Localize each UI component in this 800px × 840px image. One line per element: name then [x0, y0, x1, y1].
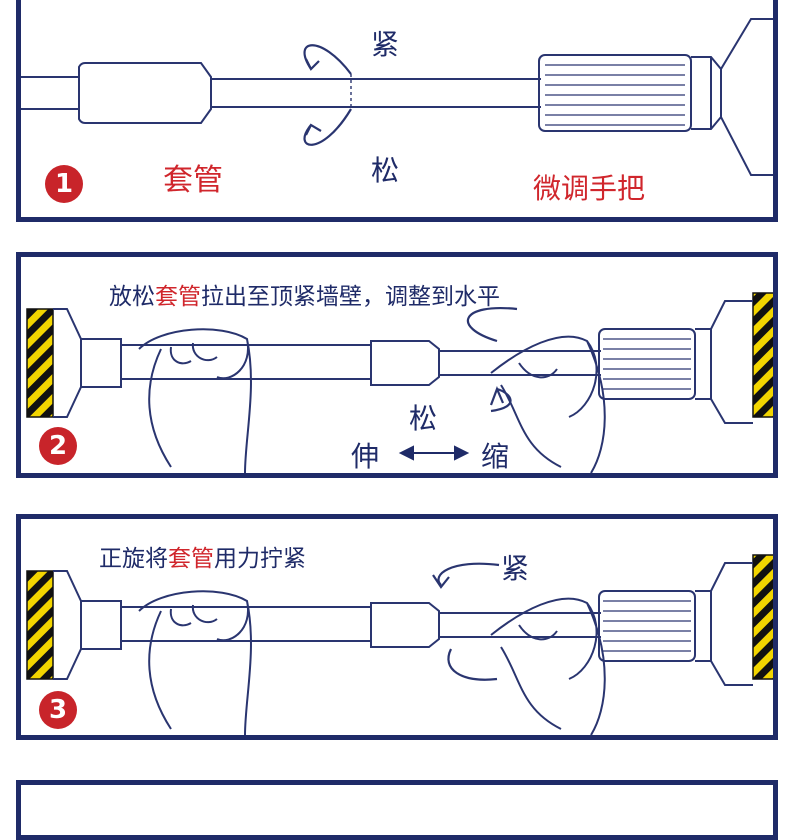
tighten-rotate-arrow: [432, 562, 500, 681]
tighten-label: 紧: [501, 552, 530, 585]
right-wall-hazard: [752, 554, 773, 680]
left-wall-hazard: [26, 570, 54, 680]
step-3-panel: 正旋将套管用力拧紧 紧 3: [16, 514, 778, 740]
caption-highlight: 套管: [168, 546, 214, 572]
rotate-arrows: [303, 44, 352, 146]
caption-pre: 正旋将: [99, 546, 168, 572]
caption-post: 拉出至顶紧墙壁，调整到水平: [201, 284, 500, 310]
step-number-badge: 1: [45, 165, 83, 203]
step-number-badge: 3: [39, 691, 77, 729]
loosen-label: 松: [371, 154, 400, 187]
rod-inner: [211, 78, 541, 108]
right-wall-hazard: [752, 292, 773, 418]
shrink-label: 缩: [481, 440, 510, 473]
step-2-illustration: [26, 292, 773, 473]
step-1-illustration: [21, 18, 773, 176]
left-wall-hazard: [26, 308, 54, 418]
tighten-label: 紧: [371, 28, 400, 61]
extend-shrink-arrow: [398, 445, 470, 461]
handle-label: 微调手把: [533, 172, 646, 205]
step-number-badge: 2: [39, 427, 77, 465]
adjust-handle: [538, 54, 692, 132]
step-1-panel: 紧 松 套管 微调手把 1: [16, 0, 778, 222]
caption-post: 用力拧紧: [214, 546, 306, 572]
step-3-illustration: [26, 554, 773, 735]
tube-label: 套管: [163, 163, 223, 198]
step-4-panel: [16, 780, 778, 840]
caption-pre: 放松: [109, 284, 155, 310]
loosen-label: 松: [409, 402, 438, 435]
rod-left: [21, 76, 79, 110]
extend-label: 伸: [351, 440, 380, 473]
step-2-caption: 放松套管拉出至顶紧墙壁，调整到水平: [109, 277, 500, 311]
loosen-rotate-arrow: [466, 307, 518, 413]
caption-highlight: 套管: [155, 284, 201, 310]
step-3-caption: 正旋将套管用力拧紧: [99, 539, 306, 573]
sleeve-tube: [78, 62, 212, 124]
end-cup: [691, 18, 773, 176]
step-2-panel: 放松套管拉出至顶紧墙壁，调整到水平 松 伸 缩 2: [16, 252, 778, 478]
